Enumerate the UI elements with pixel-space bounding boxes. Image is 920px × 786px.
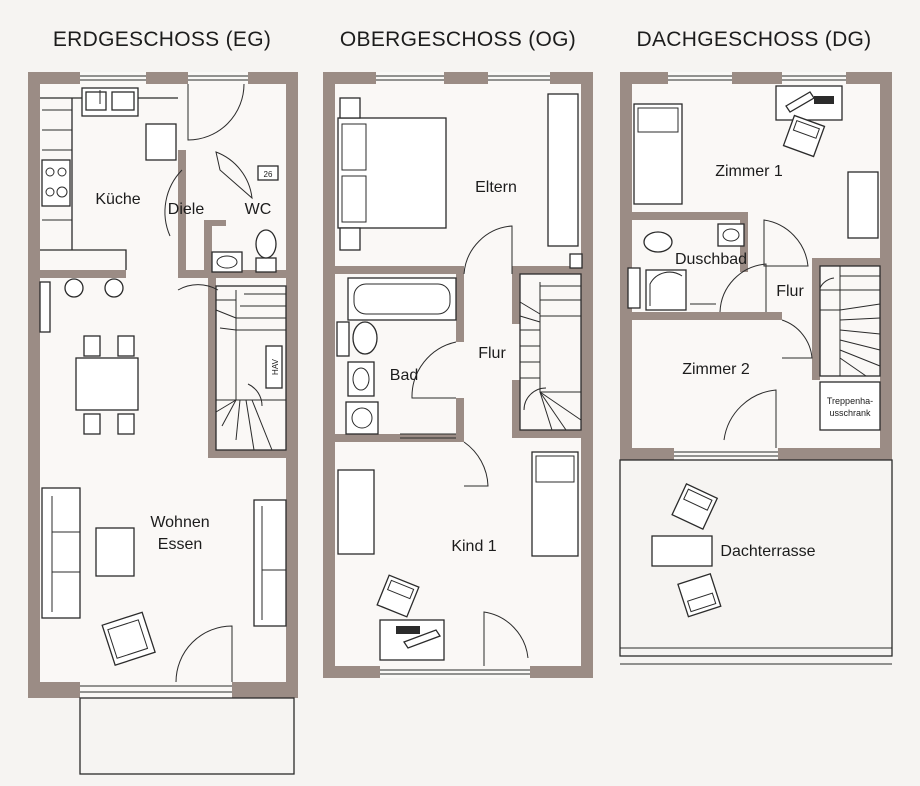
og-title: OBERGESCHOSS (OG): [340, 28, 576, 51]
eg-title: ERDGESCHOSS (EG): [53, 28, 271, 51]
eg-room-wohnen: Wohnen: [150, 514, 209, 531]
dg-room-zimmer1: Zimmer 1: [715, 163, 783, 180]
floor-og: Eltern Bad Flur Kind 1: [323, 72, 593, 678]
eg-room-diele: Diele: [168, 201, 205, 218]
eg-room-wc: WC: [245, 201, 272, 218]
og-room-eltern: Eltern: [475, 179, 517, 196]
floor-dg: Treppenha- usschrank Zimmer 1 Duschbad F…: [619, 72, 893, 665]
dg-room-dachterrasse: Dachterrasse: [720, 543, 815, 560]
eg-meter-label: 26: [264, 170, 273, 179]
eg-room-kueche: Küche: [95, 191, 140, 208]
floor-eg: 26: [28, 72, 298, 775]
og-room-kind1: Kind 1: [451, 538, 496, 555]
dg-schrank-label-1: Treppenha-: [827, 396, 873, 406]
dg-room-duschbad: Duschbad: [675, 251, 747, 268]
dg-room-flur: Flur: [776, 283, 804, 300]
dg-schrank-label-2: usschrank: [829, 408, 871, 418]
eg-hav-label: HAV: [271, 358, 280, 375]
eg-room-essen: Essen: [158, 536, 202, 553]
og-room-flur: Flur: [478, 345, 506, 362]
dg-title: DACHGESCHOSS (DG): [637, 28, 872, 51]
dg-room-zimmer2: Zimmer 2: [682, 361, 750, 378]
og-room-bad: Bad: [390, 367, 418, 384]
